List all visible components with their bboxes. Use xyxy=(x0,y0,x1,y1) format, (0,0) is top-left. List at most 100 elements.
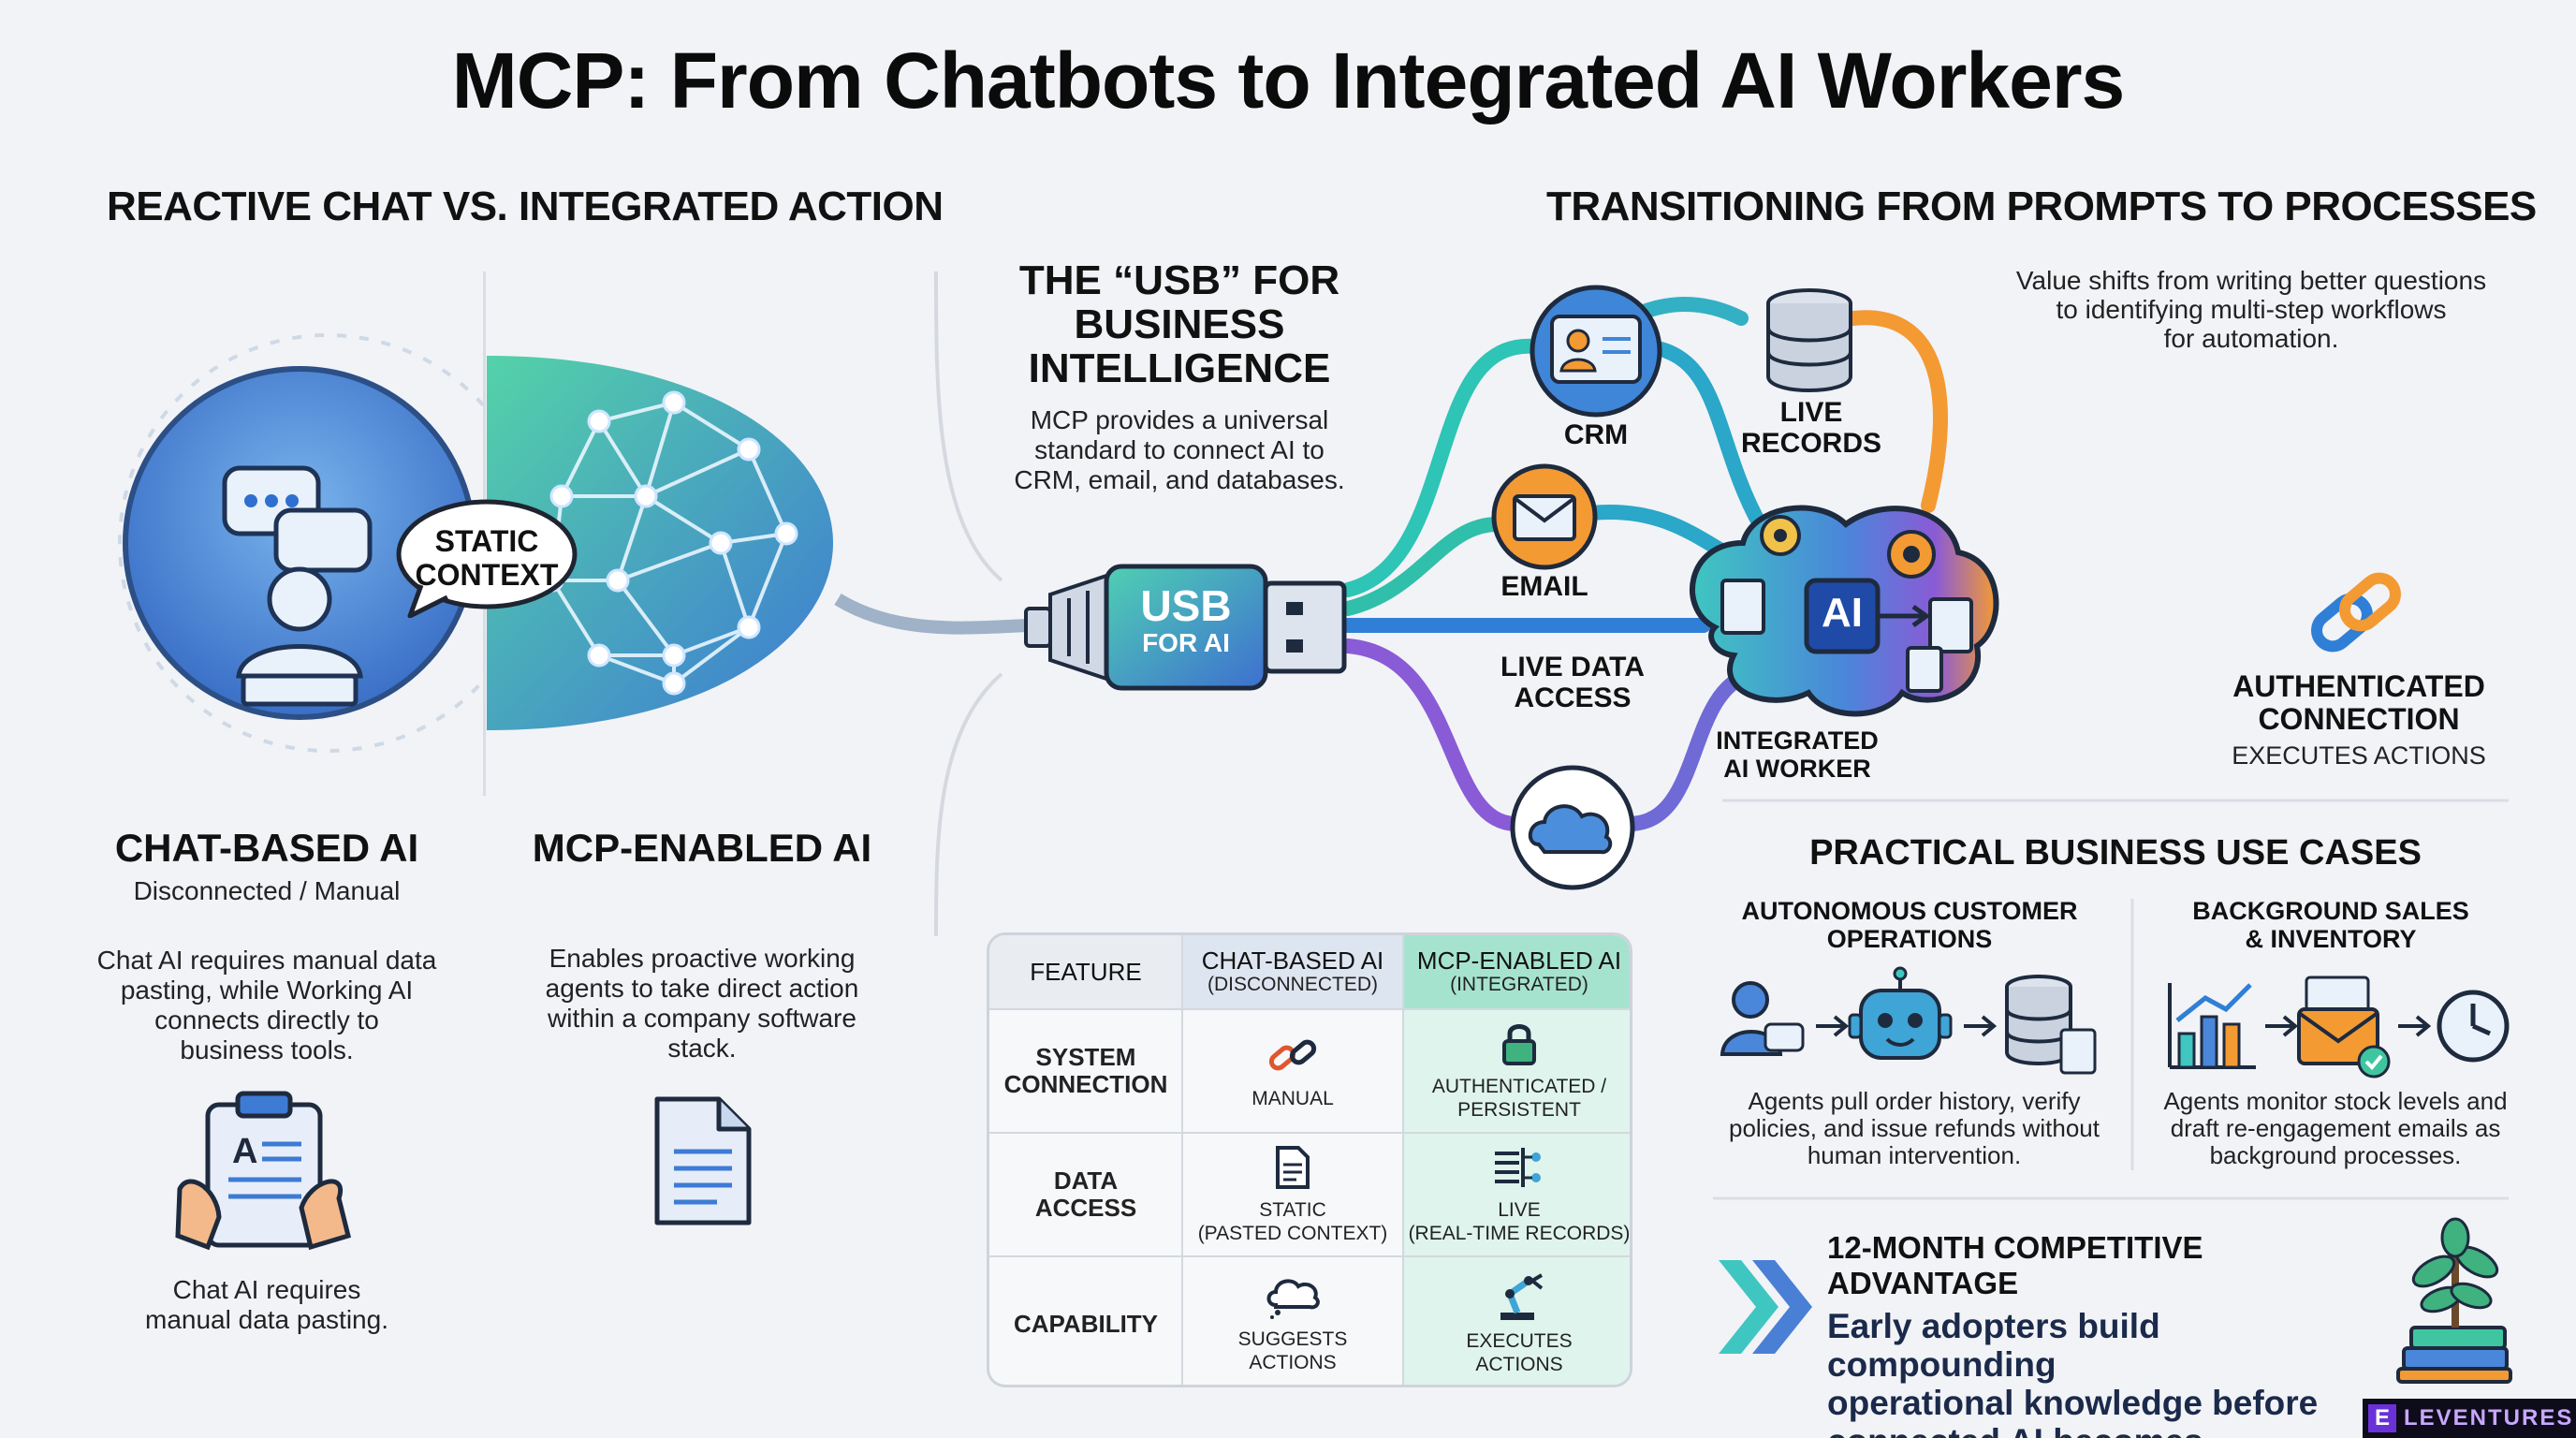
row1-mcp-1: AUTHENTICATED / xyxy=(1431,1076,1607,1097)
curve-crm-worker xyxy=(1640,339,1767,532)
usb-heading-3: INTELLIGENCE xyxy=(1028,345,1331,391)
page-title: MCP: From Chatbots to Integrated AI Work… xyxy=(451,37,2125,125)
mcp-desc-4: stack. xyxy=(667,1034,737,1063)
chat-ai-circle xyxy=(118,333,537,753)
chat-desc-1: Chat AI requires manual data xyxy=(96,946,437,975)
left-heading: REACTIVE CHAT VS. INTEGRATED ACTION xyxy=(107,183,944,229)
use-cases-heading: PRACTICAL BUSINESS USE CASES xyxy=(1809,833,2422,873)
crm-icon xyxy=(1530,285,1662,418)
ai-chip-label: AI xyxy=(1822,590,1863,636)
case1-title-1: AUTONOMOUS CUSTOMER xyxy=(1741,897,2078,925)
customer-ops-flow-icons xyxy=(1720,966,2097,1075)
row3-mcp-2: ACTIONS xyxy=(1475,1354,1563,1375)
usb-desc-2: standard to connect AI to xyxy=(1034,435,1325,464)
row2-mcp-2: (REAL-TIME RECORDS) xyxy=(1408,1223,1631,1244)
usb-plug-label: USB xyxy=(1140,581,1232,630)
crm-label: CRM xyxy=(1563,419,1629,450)
svg-text:A: A xyxy=(232,1132,257,1171)
th-chat: CHAT-BASED AI xyxy=(1201,946,1384,975)
chat-ai-subtitle: Disconnected / Manual xyxy=(133,876,401,905)
clipboard-caption-1: Chat AI requires xyxy=(172,1275,361,1304)
email-icon xyxy=(1491,463,1598,570)
usb-heading-1: THE “USB” FOR xyxy=(1018,257,1340,303)
row2-label-1: DATA xyxy=(1053,1167,1119,1195)
auth-subtitle: EXECUTES ACTIONS xyxy=(2232,741,2486,770)
cloud-icon xyxy=(1510,765,1635,890)
logo-wordmark: LEVENTURES xyxy=(2404,1405,2574,1431)
email-label: EMAIL xyxy=(1500,571,1588,602)
clock-icon xyxy=(2437,990,2510,1063)
bar-chart-icon xyxy=(2168,983,2256,1069)
row2-chat-1: STATIC xyxy=(1259,1199,1326,1221)
row3-label-1: CAPABILITY xyxy=(1013,1309,1159,1338)
mcp-network-circle xyxy=(487,356,833,730)
bubble-line-2: CONTEXT xyxy=(415,558,559,592)
ai-brain-icon xyxy=(1690,505,1999,717)
usb-plug-sublabel: FOR AI xyxy=(1142,628,1230,657)
live-data-stream-icon xyxy=(1495,1148,1541,1187)
robot-arm-icon xyxy=(1500,1273,1544,1320)
logo-mark: E xyxy=(2368,1404,2396,1432)
static-context-bubble: STATIC CONTEXT xyxy=(393,496,580,618)
database-docs-icon xyxy=(2005,975,2097,1075)
chat-desc-2: pasting, while Working AI xyxy=(120,976,414,1005)
curve-email xyxy=(1340,517,1505,616)
sales-inventory-flow-icons xyxy=(2168,976,2510,1078)
books-plant-icon xyxy=(2396,1217,2512,1384)
right-desc-1: Value shifts from writing better questio… xyxy=(2015,266,2487,295)
th-chat-sub: (DISCONNECTED) xyxy=(1208,974,1378,995)
row1-mcp-2: PERSISTENT xyxy=(1457,1099,1581,1121)
curve-cloud xyxy=(1340,638,1524,831)
advantage-desc-2: operational knowledge before xyxy=(1827,1384,2319,1422)
mcp-desc-2: agents to take direct action xyxy=(545,974,859,1003)
case2-title-2: & INVENTORY xyxy=(2245,925,2417,953)
row2-mcp-1: LIVE xyxy=(1498,1199,1541,1221)
chat-ai-title: CHAT-BASED AI xyxy=(114,826,419,870)
robot-icon xyxy=(1848,966,1953,1060)
double-chevron-icon xyxy=(1719,1260,1812,1354)
email-check-icon xyxy=(2297,976,2391,1078)
clipboard-caption-2: manual data pasting. xyxy=(145,1305,388,1334)
records-label-2: RECORDS xyxy=(1740,428,1881,459)
chain-link-icon xyxy=(2311,572,2401,653)
broken-link-icon xyxy=(1268,1039,1317,1070)
th-mcp-sub: (INTEGRATED) xyxy=(1450,974,1588,995)
live-label-1: LIVE DATA xyxy=(1500,652,1645,682)
advantage-desc-1: Early adopters build compounding xyxy=(1827,1307,2160,1384)
chat-bubble-icon xyxy=(222,465,373,573)
usb-desc-1: MCP provides a universal xyxy=(1030,405,1329,434)
leventures-logo: E LEVENTURES xyxy=(2363,1399,2576,1438)
database-icon xyxy=(1766,288,1852,392)
auth-title-2: CONNECTION xyxy=(2258,702,2460,736)
right-desc-2: to identifying multi-step workflows xyxy=(2056,295,2447,324)
row3-chat-2: ACTIONS xyxy=(1249,1352,1337,1373)
case2-title-1: BACKGROUND SALES xyxy=(2192,897,2469,925)
right-heading: TRANSITIONING FROM PROMPTS TO PROCESSES xyxy=(1546,183,2537,229)
advantage-title: 12-MONTH COMPETITIVE ADVANTAGE xyxy=(1827,1230,2203,1300)
chat-desc-3: connects directly to xyxy=(154,1005,379,1034)
right-desc-3: for automation. xyxy=(2163,324,2339,353)
th-mcp: MCP-ENABLED AI xyxy=(1416,946,1622,975)
clipboard-hands-icon: A xyxy=(175,1091,352,1251)
bubble-line-1: STATIC xyxy=(434,524,539,558)
mcp-column-header-bg xyxy=(1403,935,1630,1008)
user-icon xyxy=(236,566,363,707)
case1-desc-3: human intervention. xyxy=(1807,1141,2022,1169)
thought-cloud-icon xyxy=(1266,1279,1320,1319)
comparison-table: FEATURE CHAT-BASED AI (DISCONNECTED) MCP… xyxy=(987,932,1632,1387)
row1-label-1: SYSTEM xyxy=(1035,1043,1136,1071)
curve-cloud-worker xyxy=(1621,667,1758,831)
advantage-desc-3: connected AI becomes mainstream. xyxy=(1827,1422,2389,1438)
feature-header-bg xyxy=(989,935,1182,1008)
case1-desc-2: policies, and issue refunds without xyxy=(1728,1114,2100,1142)
case2-desc-3: background processes. xyxy=(2209,1141,2462,1169)
row3-mcp-1: EXECUTES xyxy=(1466,1330,1573,1352)
mcp-desc-3: within a company software xyxy=(548,1004,856,1033)
usb-desc-3: CRM, email, and databases. xyxy=(1014,465,1345,494)
gear-icon-2 xyxy=(1887,530,1936,579)
th-feature: FEATURE xyxy=(1030,958,1142,986)
row2-chat-2: (PASTED CONTEXT) xyxy=(1197,1223,1388,1244)
row1-chat: MANUAL xyxy=(1251,1087,1334,1109)
worker-label-1: INTEGRATED xyxy=(1716,726,1879,755)
